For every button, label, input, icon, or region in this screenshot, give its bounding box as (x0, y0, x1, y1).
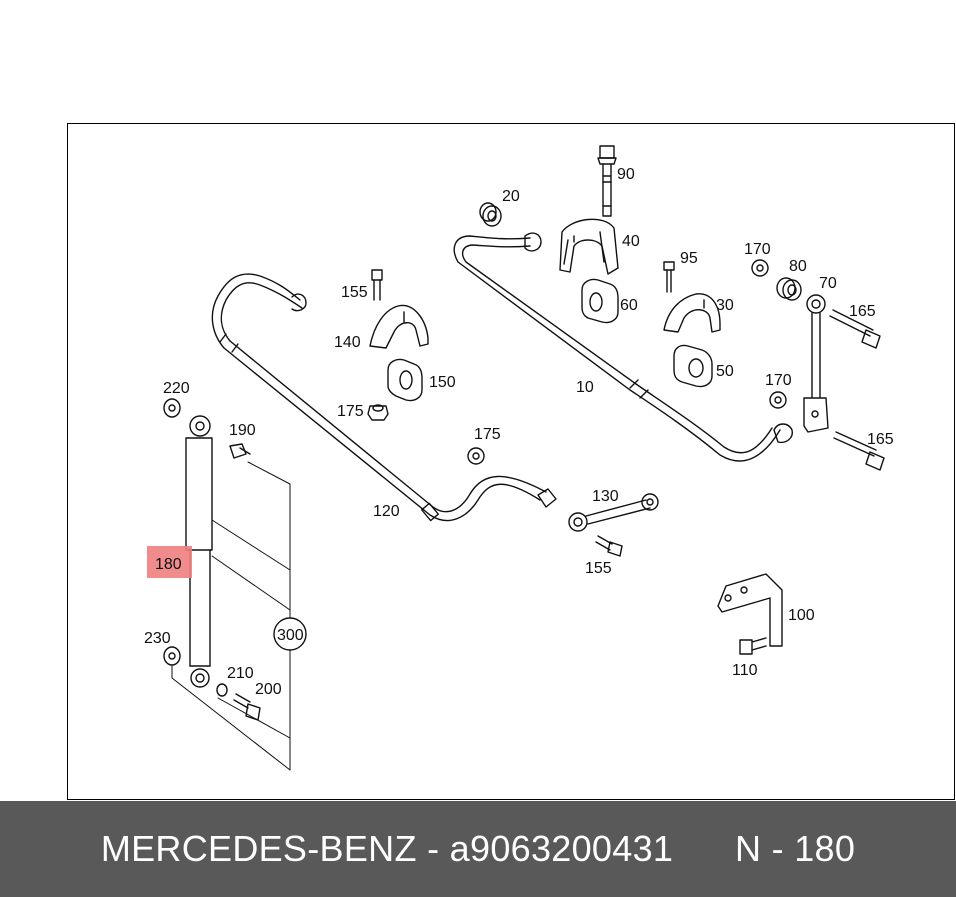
washer-175-mid (467, 447, 485, 465)
bushing-60 (581, 278, 619, 324)
callout-200: 200 (255, 681, 282, 698)
callout-155-bottom: 155 (585, 560, 612, 577)
brand-name: MERCEDES-BENZ (100, 828, 417, 869)
washer-170-top (751, 259, 769, 277)
callout-220: 220 (163, 380, 190, 397)
bushing-50 (673, 344, 713, 388)
bolt-110 (739, 637, 767, 655)
callout-40: 40 (622, 233, 640, 250)
callout-10: 10 (576, 379, 594, 396)
clamp-30 (663, 293, 721, 333)
callout-50: 50 (716, 363, 734, 380)
position-number: N - 180 (735, 828, 856, 869)
callout-190: 190 (229, 422, 256, 439)
parts-diagram-frame (67, 123, 955, 800)
bolt-90 (597, 145, 617, 217)
clamp-40 (559, 218, 619, 275)
callout-165-bottom: 165 (867, 431, 894, 448)
bushing-150 (387, 358, 423, 402)
stabilizer-bar-right (453, 232, 793, 462)
bolt-165-top (829, 309, 881, 349)
washer-220 (163, 398, 181, 418)
callout-80: 80 (789, 258, 807, 275)
kit-300-circle (273, 617, 307, 651)
bolt-165-bottom (833, 431, 885, 471)
callout-180: 180 (155, 556, 182, 573)
bolt-95 (663, 261, 675, 293)
bolt-190 (229, 443, 251, 459)
washer-230 (163, 646, 181, 666)
bolt-155-bottom (595, 535, 623, 557)
callout-70: 70 (819, 275, 837, 292)
bracket-100 (717, 573, 783, 647)
callout-175-left: 175 (337, 403, 364, 420)
callout-95: 95 (680, 250, 698, 267)
clamp-140 (369, 304, 429, 349)
parts-diagram: 90 20 40 95 170 80 70 155 60 30 165 140 … (144, 145, 894, 771)
washer-170-bottom (769, 391, 787, 409)
callout-155-top: 155 (341, 284, 368, 301)
link-70 (803, 294, 829, 433)
link-130 (568, 493, 659, 532)
washer-175-top (367, 404, 389, 421)
footer-bar: MERCEDES-BENZ - a9063200431 N - 180 (0, 801, 956, 897)
caption-separator: - (427, 828, 440, 869)
stabilizer-bar-left (211, 273, 557, 522)
callout-175-mid: 175 (474, 426, 501, 443)
washer-210 (216, 683, 228, 697)
callout-140: 140 (334, 334, 361, 351)
callout-150: 150 (429, 374, 456, 391)
callout-120: 120 (373, 503, 400, 520)
callout-165-top: 165 (849, 303, 876, 320)
callout-170-top: 170 (744, 241, 771, 258)
callout-20: 20 (502, 188, 520, 205)
callout-300: 300 (277, 627, 304, 644)
callout-230: 230 (144, 630, 171, 647)
bushing-20 (479, 202, 502, 227)
bolt-155-top (371, 269, 383, 301)
kit-300-group-lines (171, 461, 291, 771)
callout-60: 60 (620, 297, 638, 314)
callout-170-bottom: 170 (765, 372, 792, 389)
callout-100: 100 (788, 607, 815, 624)
callout-130: 130 (592, 488, 619, 505)
part-number: a9063200431 (449, 828, 674, 869)
callout-110: 110 (732, 662, 758, 679)
highlight-box-180 (147, 546, 192, 578)
callout-210: 210 (227, 665, 254, 682)
callout-30: 30 (716, 297, 734, 314)
bushing-80 (776, 277, 802, 301)
footer-caption: MERCEDES-BENZ - a9063200431 N - 180 (0, 801, 956, 897)
callout-90: 90 (617, 166, 635, 183)
